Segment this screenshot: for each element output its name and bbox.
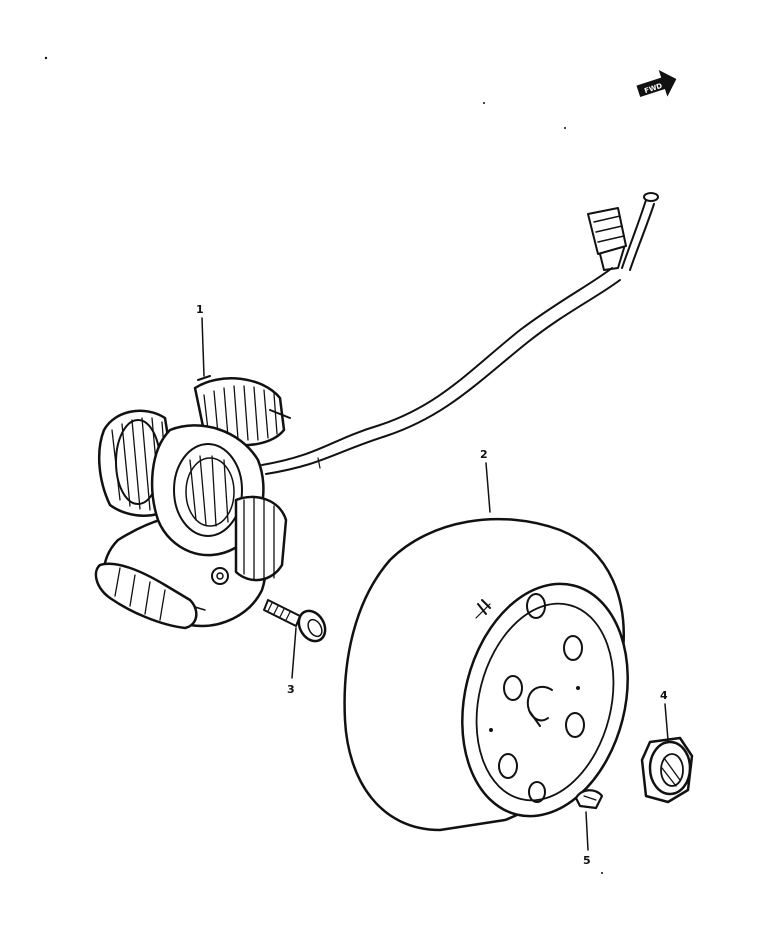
coil-right xyxy=(234,495,288,583)
label-part-3: 3 xyxy=(287,683,295,696)
scan-specks xyxy=(44,56,603,874)
key-part xyxy=(574,789,604,810)
forward-arrow-icon: FWD xyxy=(636,69,677,98)
rotor-flywheel xyxy=(343,517,629,832)
callout-labels: 1 2 3 4 5 xyxy=(196,303,668,867)
stator-assembly xyxy=(94,375,291,630)
leader-lines xyxy=(201,317,669,851)
label-part-4: 4 xyxy=(660,689,668,702)
connector-plug xyxy=(587,192,659,271)
wire-harness xyxy=(261,192,659,475)
nut-part xyxy=(640,736,694,804)
pickup-coil xyxy=(94,562,198,630)
label-part-2: 2 xyxy=(480,448,488,461)
label-part-1: 1 xyxy=(196,303,204,316)
label-part-5: 5 xyxy=(583,854,591,867)
rotor-holes xyxy=(498,593,585,803)
screw-part xyxy=(263,599,327,643)
